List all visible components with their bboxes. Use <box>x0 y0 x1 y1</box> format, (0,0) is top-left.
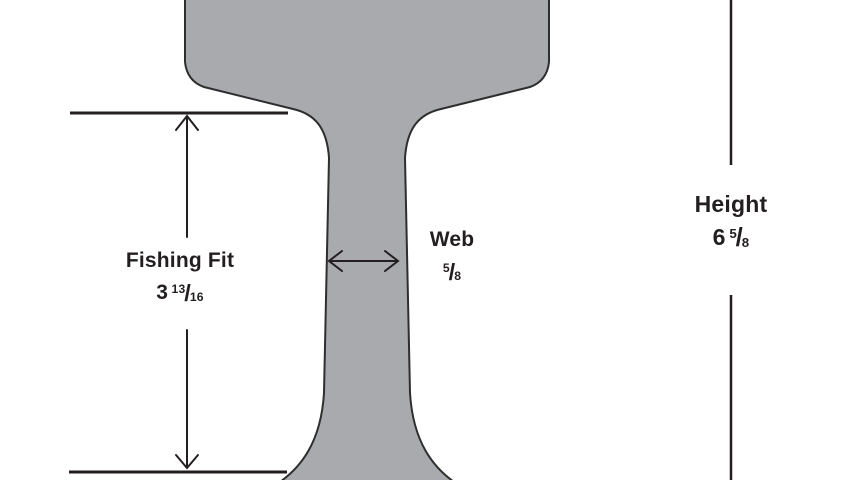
height-name: Height <box>694 191 768 217</box>
fishing-fit-dimension-arrow-upper <box>175 114 199 238</box>
web-name: Web <box>429 228 475 251</box>
fishing-fit-name: Fishing Fit <box>125 249 235 272</box>
rail-cross-section-shape <box>184 0 550 480</box>
web-label: Web 5/8 <box>400 226 504 290</box>
web-width-arrow <box>327 250 400 272</box>
fishing-fit-dimension-arrow-lower <box>175 329 199 470</box>
web-value: 5/8 <box>442 258 462 285</box>
